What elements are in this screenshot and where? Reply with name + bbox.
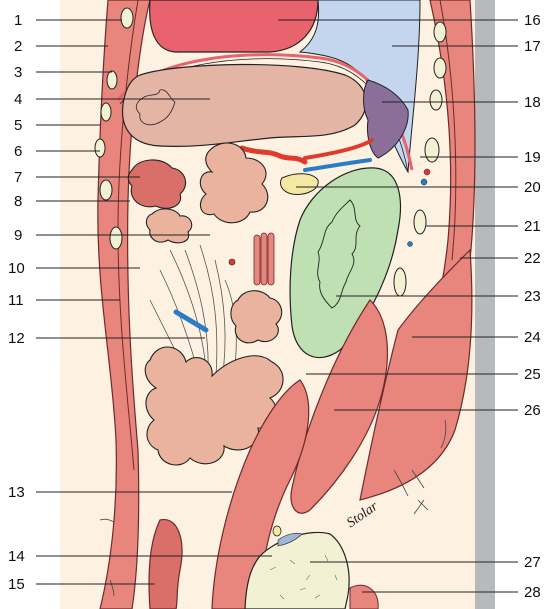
- label-24: 24: [524, 329, 541, 346]
- heart: [150, 0, 318, 52]
- label-22: 22: [524, 250, 541, 267]
- label-28: 28: [524, 584, 541, 601]
- label-6: 6: [14, 143, 22, 160]
- label-12: 12: [8, 330, 25, 347]
- nerve-dot: [273, 526, 281, 536]
- label-17: 17: [524, 38, 541, 55]
- label-21: 21: [524, 218, 541, 235]
- label-15: 15: [8, 576, 25, 593]
- label-7: 7: [14, 169, 22, 186]
- label-4: 4: [14, 91, 22, 108]
- label-20: 20: [524, 179, 541, 196]
- label-3: 3: [14, 64, 22, 81]
- small-vessel-red: [229, 259, 235, 265]
- label-19: 19: [524, 149, 541, 166]
- label-11: 11: [8, 292, 24, 309]
- label-14: 14: [8, 548, 25, 565]
- label-27: 27: [524, 554, 541, 571]
- label-13: 13: [8, 484, 25, 501]
- label-25: 25: [524, 366, 541, 383]
- label-9: 9: [14, 227, 22, 244]
- label-23: 23: [524, 288, 541, 305]
- label-18: 18: [524, 94, 541, 111]
- label-26: 26: [524, 402, 541, 419]
- label-1: 1: [14, 12, 22, 29]
- label-10: 10: [8, 260, 25, 277]
- label-8: 8: [14, 193, 22, 210]
- label-5: 5: [14, 117, 22, 134]
- gray-exterior: [475, 0, 495, 609]
- label-2: 2: [14, 38, 22, 55]
- stomach: [123, 64, 367, 146]
- label-16: 16: [524, 12, 541, 29]
- psoas-striations: [254, 233, 274, 285]
